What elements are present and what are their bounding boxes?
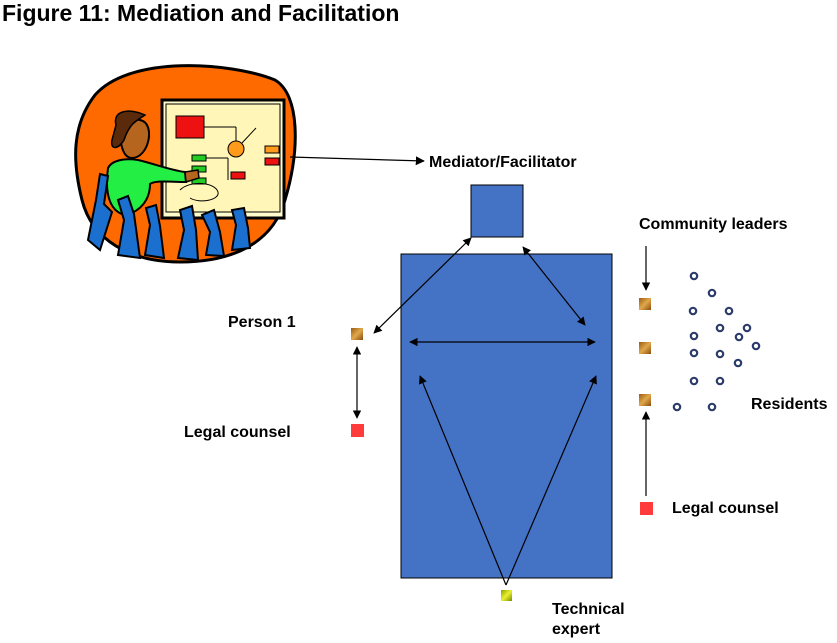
resident-ring-icon [751,341,761,351]
mediator-label: Mediator/Facilitator [429,154,577,171]
resident-ring-icon [733,358,743,368]
community-leaders-label: Community leaders [639,216,788,233]
resident-ring-icon [715,376,725,386]
community-leader-marker [639,342,651,354]
resident-ring-icon [734,332,744,342]
resident-ring-icon [707,288,717,298]
resident-ring-icon [742,323,752,333]
resident-ring-icon [715,349,725,359]
resident-ring-icon [707,402,717,412]
clipart-to-mediator-arrow [289,156,425,166]
resident-ring-icon [688,306,698,316]
mediator-person1-arrow [373,237,472,334]
presenter-clipart-icon [74,64,297,264]
negotiation-block [400,253,613,579]
resident-ring-icon [689,331,699,341]
mediator-box [470,184,524,238]
figure-title: Figure 11: Mediation and Facilitation [2,0,400,26]
resident-ring-icon [689,348,699,358]
resident-ring-icon [715,323,725,333]
legal-counsel-right-marker [640,502,653,515]
resident-ring-icon [689,376,699,386]
community-leader-marker [639,394,651,406]
legal-counsel-left-marker [351,424,364,437]
residents-label: Residents [751,396,828,413]
person1-label: Person 1 [228,314,296,331]
resident-ring-icon [672,402,682,412]
technical-expert-label-line1: Technical [552,601,625,618]
legal-counsel-left-label: Legal counsel [184,424,291,441]
expert-right-arrow [505,375,597,586]
residents-group [672,271,761,412]
legal-counsel-right-label: Legal counsel [672,500,779,517]
person1-marker [351,328,363,340]
community-leader-marker [639,298,651,310]
expert-left-arrow [418,375,507,586]
mediator-community-arrow [522,246,586,326]
resident-ring-icon [689,271,699,281]
technical-expert-label-line2: expert [552,621,601,638]
technical-expert-marker [501,590,512,601]
resident-ring-icon [724,306,734,316]
